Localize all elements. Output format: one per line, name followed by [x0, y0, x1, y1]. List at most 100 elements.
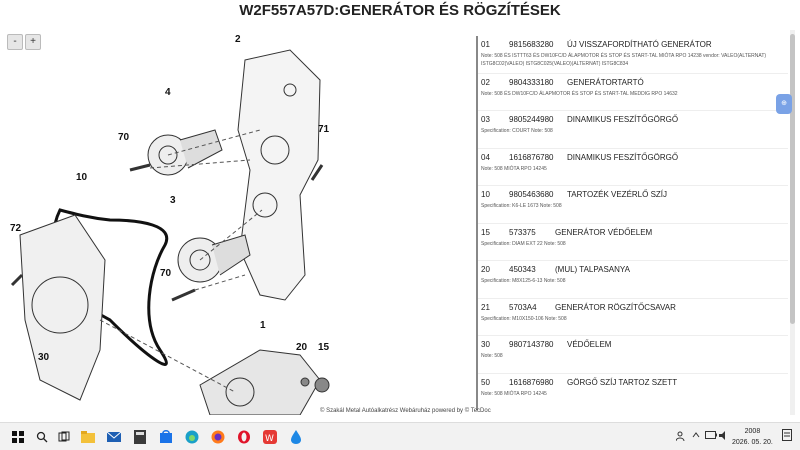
cap-15 [314, 377, 330, 393]
part-number: 02 [481, 77, 490, 87]
generator-bracket [237, 49, 321, 301]
bolt-72 [10, 273, 24, 287]
part-note: Note: 508 MIÓTA RPO 14245 [481, 390, 547, 397]
chevron-up-icon[interactable] [692, 431, 700, 441]
diagram-label: 10 [76, 172, 88, 183]
footer-credit: © Szakál Metal Autóalkatrész Webáruház p… [320, 408, 491, 414]
bracket-hole [283, 83, 297, 97]
bolt-70-lower [171, 288, 196, 302]
clock-time: 2008 [744, 428, 761, 435]
scrollbar-thumb[interactable] [790, 34, 795, 324]
search-icon[interactable] [34, 429, 50, 445]
part-code: 9804333180 [509, 77, 554, 87]
diagram-label: 70 [160, 268, 172, 279]
edge-icon[interactable] [184, 429, 200, 445]
battery-icon[interactable] [705, 431, 717, 441]
part-code: 9807143780 [509, 340, 554, 349]
part-number: 03 [481, 115, 490, 124]
part-number: 50 [481, 377, 490, 387]
part-note: Note: 508 ÉS ISTTT63 ÉS DW10FC/D ÁLAPMOT… [481, 53, 767, 67]
part-code: 1616876780 [509, 152, 554, 162]
part-number: 21 [481, 302, 490, 312]
part-note: Note: 508 [481, 353, 503, 359]
firefox-icon[interactable] [210, 429, 226, 445]
parts-list-item[interactable]: 02 9804333180 GENERÁTORTARTÓ Note: 508 ÉS … [478, 74, 788, 111]
store-icon[interactable] [158, 429, 174, 445]
nut-20 [300, 377, 310, 387]
svg-text:W: W [265, 434, 274, 444]
volume-icon[interactable] [719, 431, 729, 442]
part-note: Specification: K6-LE 1673 Note: 508 [481, 203, 562, 209]
app-window: W2F557A57D:GENERÁTOR ÉS RÖGZÍTÉSEK - + [0, 2, 795, 415]
part-name: ÚJ VISSZAFORDÍTHATÓ GENERÁTOR [567, 40, 712, 49]
zoom-in-button[interactable]: + [25, 34, 41, 50]
cover-disk [31, 276, 89, 334]
diagram-labels: 2 4 70 71 3 10 72 70 30 1 20 15 [10, 34, 330, 363]
part-note: Specification: COURT Note: 508 [481, 128, 553, 134]
part-code: 9805463680 [509, 190, 554, 199]
wps-icon[interactable]: W [262, 429, 278, 445]
water-icon[interactable] [288, 429, 304, 445]
diagram-label: 1 [260, 320, 266, 331]
tensioner-arm [179, 129, 223, 169]
assembly-line [199, 209, 263, 261]
part-note: Note: 508 ÉS DW10FC/D ÁLAPMOTOR ÉS STOP … [481, 90, 678, 97]
diagram-label: 15 [318, 342, 330, 353]
task-view-icon[interactable] [56, 429, 72, 445]
notifications-icon[interactable] [782, 429, 792, 443]
people-icon[interactable] [675, 431, 686, 443]
pulley-hub [189, 249, 211, 271]
diagram-label: 3 [170, 195, 176, 206]
panel-divider [476, 36, 478, 410]
diagram-label: 72 [10, 223, 22, 234]
exploded-parts-diagram[interactable]: 2 4 70 71 3 10 72 70 30 1 20 15 [0, 20, 470, 415]
clock-date: 2026. 05. 20. [732, 439, 773, 446]
windows-icon[interactable] [10, 429, 26, 445]
tensioner-arm [211, 234, 251, 276]
part-code: 1616876980 [509, 377, 554, 387]
alternator-pulley [225, 377, 255, 407]
part-code: 9815683280 [509, 40, 554, 49]
translate-icon[interactable]: ⊕ [776, 94, 792, 114]
mail-icon[interactable] [106, 429, 122, 445]
part-note: Specification: M10X150-106 Note: 508 [481, 315, 567, 322]
calculator-icon[interactable] [132, 429, 148, 445]
bracket-hole [260, 135, 290, 165]
diagram-label: 4 [165, 87, 171, 98]
assembly-line [167, 129, 261, 156]
pulley-hub [158, 145, 178, 165]
file-explorer-icon[interactable] [80, 429, 96, 445]
part-name: DINAMIKUS FESZÍTŐGÖRGŐ [567, 115, 679, 124]
system-clock[interactable]: 2008 2026. 05. 20. [732, 426, 773, 448]
part-code: 573375 [509, 227, 536, 237]
parts-list-item[interactable]: 04 1616876780 DINAMIKUS FESZÍTŐGÖRGŐ Note:… [478, 149, 788, 186]
part-note: Specification: M8X125-6-13 Note: 508 [481, 278, 566, 284]
part-number: 30 [481, 340, 490, 349]
part-number: 20 [481, 265, 490, 274]
opera-icon[interactable] [236, 429, 252, 445]
part-name: (MUL) TALPASANYA [555, 265, 630, 274]
part-number: 10 [481, 190, 490, 199]
diagram-label: 30 [38, 352, 50, 363]
part-number: 15 [481, 227, 490, 237]
part-code: 5703A4 [509, 302, 537, 312]
part-number: 04 [481, 152, 490, 162]
diagram-label: 71 [318, 124, 330, 135]
bolt-71 [310, 164, 324, 181]
part-name: GENERÁTORTARTÓ [567, 77, 644, 87]
part-name: DINAMIKUS FESZÍTŐGÖRGŐ [567, 152, 679, 162]
scrollbar[interactable] [790, 30, 795, 415]
assembly-line [99, 319, 236, 393]
zoom-out-button[interactable]: - [7, 34, 23, 50]
part-note: Note: 508 MIÓTA RPO 14245 [481, 165, 547, 172]
diagram-label: 2 [235, 34, 241, 45]
